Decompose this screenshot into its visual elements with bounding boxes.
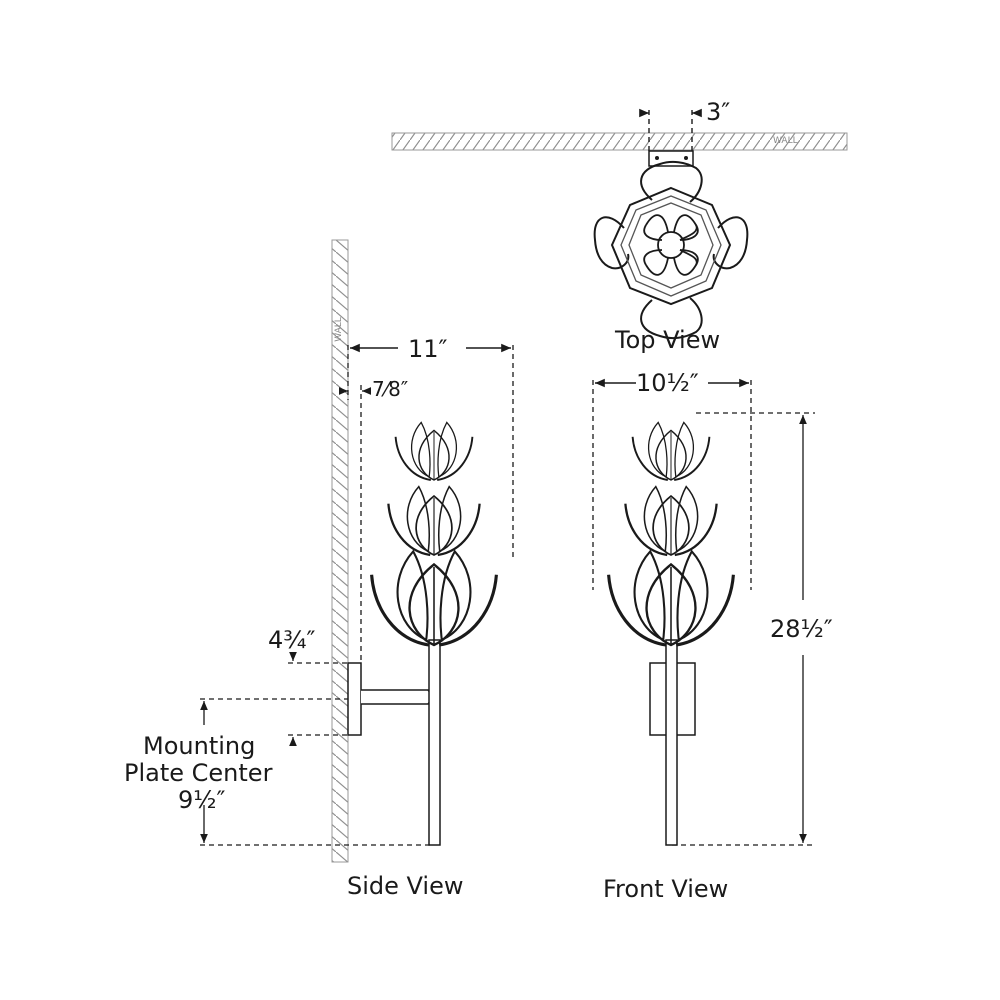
wall-label-side: WALL — [333, 317, 344, 342]
dim-backplate-height: 4¾″ — [268, 626, 316, 654]
front-view-label: Front View — [603, 875, 729, 903]
dim-side-extension: 11″ — [408, 335, 448, 363]
mounting-plate-center-line1: Mounting — [143, 732, 256, 760]
top-view-label: Top View — [615, 326, 721, 354]
wall-top — [391, 132, 848, 151]
front-view — [592, 378, 815, 846]
side-view — [200, 239, 514, 863]
wall-side — [331, 239, 349, 863]
side-view-label: Side View — [347, 872, 464, 900]
dim-overall-height: 28½″ — [770, 615, 833, 643]
wall-label-top: WALL — [773, 136, 798, 146]
top-view — [391, 108, 848, 340]
dim-front-width: 10½″ — [636, 369, 699, 397]
mounting-plate-center-value: 9½″ — [178, 786, 226, 814]
dim-top-backplate-width: 3″ — [706, 98, 731, 126]
dim-side-offset: 7⁄8″ — [372, 377, 409, 401]
mounting-plate-center-line2: Plate Center — [124, 759, 273, 787]
